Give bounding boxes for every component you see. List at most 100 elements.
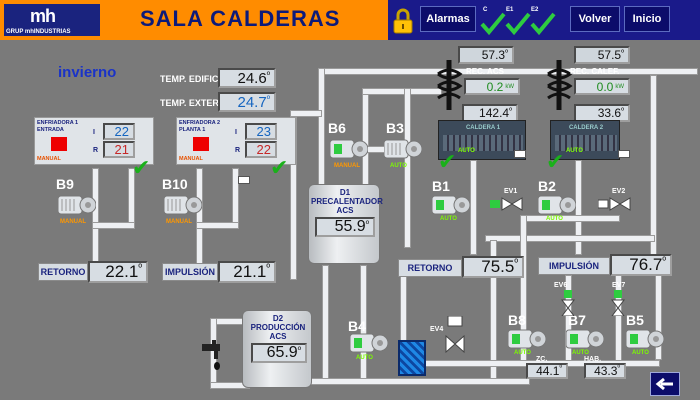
pump-b7-icon[interactable]: [566, 328, 604, 350]
pump-b3-mode: AUTO: [390, 163, 407, 169]
chiller-1-in: 22: [103, 123, 135, 140]
heat-exchanger[interactable]: [398, 340, 426, 376]
valve-ev6-icon[interactable]: [560, 290, 576, 316]
pump-b2-label: B2: [538, 178, 556, 194]
pump-b6-icon[interactable]: [330, 138, 368, 160]
chiller-1-status: [51, 137, 67, 151]
check-label-e2: E2: [531, 7, 539, 13]
heat-coil-icon: [547, 60, 573, 110]
valve-ev2-label: EV2: [612, 188, 626, 195]
valve-ev1-icon[interactable]: [490, 196, 530, 212]
check-label-e1: E1: [506, 7, 514, 13]
chiller-1[interactable]: ENFRIADORA 1 ENTRADA MANUAL I R 22 21: [34, 117, 154, 165]
pipe: [470, 160, 477, 255]
check-icon: ✔: [270, 156, 289, 181]
boiler-2-mode: AUTO: [566, 148, 583, 154]
tap-icon: [202, 340, 220, 370]
temp-edificio-label: TEMP. EDIFICIO: [160, 74, 228, 84]
pump-b5-mode: AUTO: [632, 350, 649, 356]
pipe: [650, 75, 657, 255]
valve-ev2-icon[interactable]: [598, 196, 638, 212]
pump-b8-mode: AUTO: [514, 350, 531, 356]
pump-b1-label: B1: [432, 178, 450, 194]
alarmas-button[interactable]: Alarmas: [420, 6, 476, 32]
pipe: [485, 235, 655, 242]
valve-ev7-icon[interactable]: [610, 290, 626, 316]
pump-b2-icon[interactable]: [538, 194, 576, 216]
chiller-2-out: 22: [245, 141, 277, 158]
pump-b8-icon[interactable]: [508, 328, 546, 350]
pump-b5-icon[interactable]: [626, 328, 664, 350]
pump-b3-icon[interactable]: [384, 138, 422, 160]
boiler-2[interactable]: CALDERA 2: [550, 120, 620, 160]
pump-b9-mode: MANUAL: [60, 219, 86, 225]
pump-b6-label: B6: [328, 120, 346, 136]
pump-b5-label: B5: [626, 312, 644, 328]
arrow-left-icon: [655, 377, 673, 391]
tank-d1-label: PRECALENTADOR ACS: [311, 197, 383, 215]
valve-ev4-label: EV4: [430, 326, 444, 333]
pipe: [196, 168, 203, 264]
pump-b4-label: B4: [348, 318, 366, 334]
check-label-c: C: [483, 7, 488, 13]
pipe: [290, 110, 322, 117]
pipe: [196, 222, 239, 229]
valve-ev4-icon[interactable]: [444, 316, 466, 356]
pump-b10-mode: MANUAL: [166, 219, 192, 225]
pump-b9-label: B9: [56, 176, 74, 192]
pipe: [362, 88, 442, 95]
back-button[interactable]: [650, 372, 680, 396]
zc-label: ZC.: [536, 356, 548, 363]
tank-d2-name: D2: [272, 314, 284, 323]
pump-b7-label: B7: [568, 312, 586, 328]
logo-mark: mh: [30, 6, 56, 26]
boiler-1-mode: AUTO: [458, 148, 475, 154]
boiler-1-rec-label: REC. ACS: [466, 67, 504, 76]
check-icon: ✔: [132, 156, 151, 181]
pump-b9-icon[interactable]: [58, 194, 96, 216]
temp-exterior-label: TEMP. EXTERIOR: [160, 98, 235, 108]
pipe: [318, 68, 698, 75]
valve-ev6-label: EV6: [554, 282, 568, 289]
pump-b2-mode: AUTO: [546, 216, 563, 222]
pump-b1-icon[interactable]: [432, 194, 470, 216]
volver-button[interactable]: Volver: [570, 6, 620, 32]
chiller-2-in: 23: [245, 123, 277, 140]
hab-label: HAB.: [584, 356, 602, 363]
lock-icon[interactable]: [392, 8, 414, 34]
chiller-2[interactable]: ENFRIADORA 2 PLANTA 1 MANUAL I R 23 22: [176, 117, 296, 165]
left-retorno-label: RETORNO: [38, 263, 88, 281]
status-checks-icon: [480, 12, 556, 36]
pipe: [92, 222, 135, 229]
pump-b7-mode: AUTO: [572, 350, 589, 356]
inicio-button[interactable]: Inicio: [624, 6, 670, 32]
chiller-2-status: [193, 137, 209, 151]
tank-d2-label: PRODUCCIÓN ACS: [250, 323, 306, 341]
pump-b10-icon[interactable]: [164, 194, 202, 216]
tank-d1-name: D1: [339, 188, 351, 197]
pipe: [92, 168, 99, 264]
pump-b6-mode: MANUAL: [334, 163, 360, 169]
check-icon: ✔: [546, 150, 565, 175]
sensor-icon: [238, 176, 250, 184]
pipe: [300, 378, 530, 385]
logo-subtitle: GRUP mhINDUSTRIAS: [6, 29, 71, 35]
pipe: [322, 265, 329, 385]
pump-b1-mode: AUTO: [440, 216, 457, 222]
season-label: invierno: [58, 64, 117, 81]
pump-b4-icon[interactable]: [350, 332, 388, 354]
boiler-1[interactable]: CALDERA 1: [438, 120, 526, 160]
main-impulsion-label: IMPULSIÓN: [538, 257, 610, 275]
